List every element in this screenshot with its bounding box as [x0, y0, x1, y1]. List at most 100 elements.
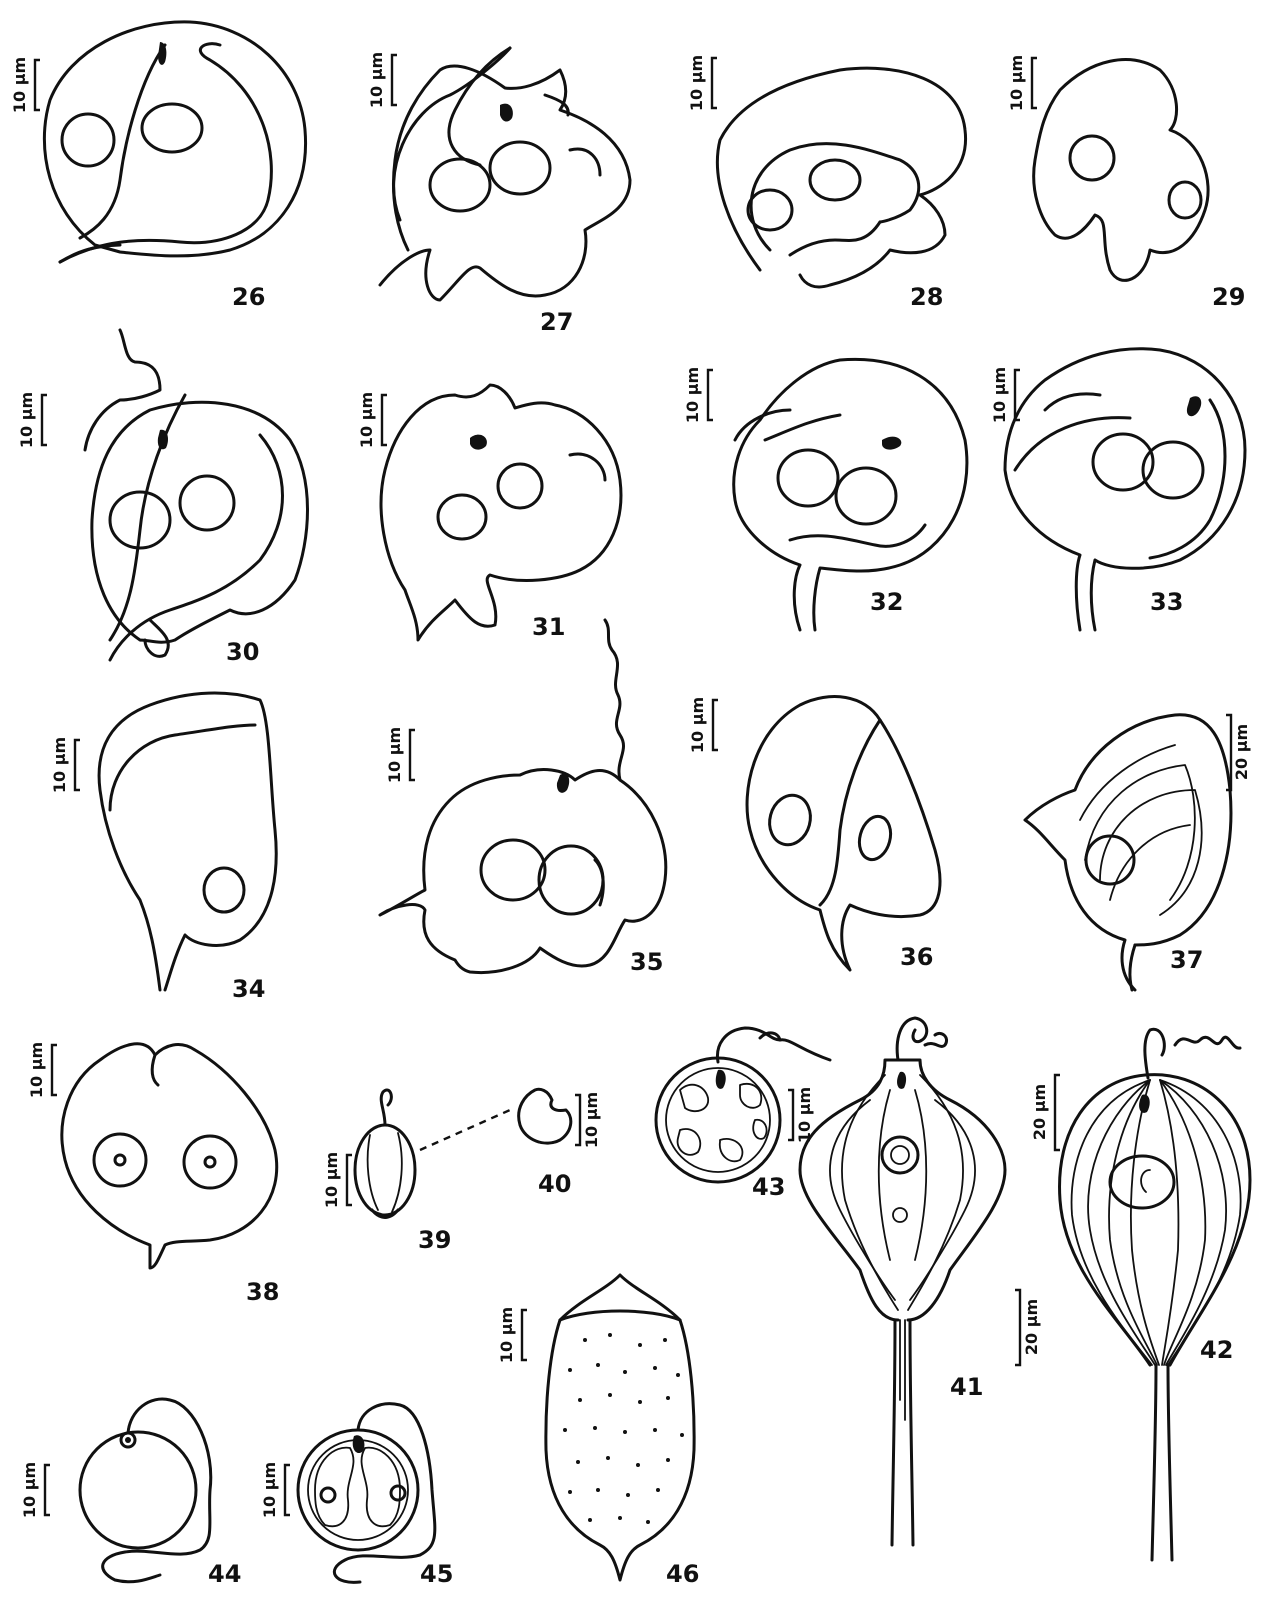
- apex-groove: [152, 1055, 158, 1085]
- scale-bar-26: 10 µm: [10, 57, 40, 113]
- cyst-wall: [80, 1432, 196, 1548]
- figure-number: 38: [246, 1278, 279, 1306]
- scale-bar-32: 10 µm: [683, 367, 713, 423]
- ridge: [1160, 1080, 1178, 1365]
- scale-label: 10 µm: [795, 1087, 814, 1143]
- nucleus: [438, 495, 486, 539]
- figure-number: 29: [1212, 283, 1245, 311]
- flagellum: [897, 1018, 927, 1060]
- stippling: [563, 1333, 684, 1524]
- stalk-striation: [900, 1320, 905, 1420]
- scale-label: 10 µm: [17, 392, 36, 448]
- figure-38: [62, 1044, 277, 1268]
- scale-bar-46: 10 µm: [497, 1307, 527, 1363]
- nucleus: [430, 159, 490, 211]
- scale-label: 10 µm: [367, 52, 386, 108]
- figure-number: 45: [420, 1560, 453, 1588]
- cell-outline: [355, 1125, 415, 1215]
- scale-label: 10 µm: [688, 697, 707, 753]
- girdle: [735, 410, 840, 440]
- cell-outline: [747, 697, 940, 970]
- scale-label: 10 µm: [1007, 55, 1026, 111]
- scale-bar-34: 10 µm: [50, 737, 80, 793]
- scale-label: 10 µm: [10, 57, 29, 113]
- figure-number: 27: [540, 308, 573, 336]
- scale-label: 10 µm: [497, 1307, 516, 1363]
- stigma: [882, 437, 901, 450]
- figure-30: [85, 330, 308, 660]
- scale-bar-38: 10 µm: [27, 1042, 57, 1098]
- scale-label: 10 µm: [687, 55, 706, 111]
- figure-number: 31: [532, 613, 565, 641]
- scale-label: 10 µm: [990, 367, 1009, 423]
- chloroplast: [678, 1129, 701, 1155]
- stigma: [557, 774, 569, 793]
- cell-outline: [92, 402, 308, 642]
- figure-44: [80, 1399, 211, 1582]
- nucleus: [1086, 836, 1134, 884]
- scale-bar-43: 10 µm: [788, 1087, 814, 1143]
- figure-42: [1060, 1029, 1250, 1560]
- figure-number: 46: [666, 1560, 699, 1588]
- scale-bar-29: 10 µm: [1007, 55, 1037, 111]
- nucleus: [778, 450, 838, 506]
- nucleus: [1169, 182, 1201, 218]
- nucleus: [764, 791, 816, 850]
- nucleus: [204, 868, 244, 912]
- nucleus: [1070, 136, 1114, 180]
- scale-bar-41: 20 µm: [1015, 1290, 1041, 1365]
- figure-32: [734, 359, 967, 630]
- scale-label: 10 µm: [582, 1092, 601, 1148]
- scale-label: 20 µm: [1022, 1299, 1041, 1355]
- stalk: [892, 1320, 913, 1545]
- nucleus: [498, 464, 542, 508]
- flagellum: [60, 245, 120, 262]
- cell-outline: [800, 1060, 1005, 1320]
- nucleolus: [891, 1146, 909, 1164]
- stigma: [500, 104, 513, 122]
- figure-number: 28: [910, 283, 943, 311]
- granule: [893, 1208, 907, 1222]
- stigma: [470, 435, 487, 450]
- scale-bar-42: 20 µm: [1030, 1075, 1060, 1150]
- nucleus: [855, 813, 895, 863]
- girdle: [570, 454, 605, 480]
- figure-number: 39: [418, 1226, 451, 1254]
- figure-40: [519, 1089, 571, 1143]
- scale-label: 10 µm: [683, 367, 702, 423]
- antapical-lobe: [145, 620, 168, 656]
- scale-label: 10 µm: [260, 1462, 279, 1518]
- figure-27: [380, 48, 630, 300]
- figure-41: [800, 1018, 1005, 1545]
- nucleus: [1110, 1156, 1174, 1208]
- chloroplast: [753, 1120, 766, 1139]
- cyst-outline: [546, 1275, 694, 1580]
- stigma: [1187, 396, 1201, 416]
- figure-number: 40: [538, 1170, 571, 1198]
- nucleolus: [1141, 1170, 1150, 1192]
- scale-label: 20 µm: [1030, 1084, 1049, 1140]
- girdle: [1015, 394, 1130, 470]
- figure-number: 41: [950, 1373, 983, 1401]
- stigma: [1139, 1095, 1150, 1113]
- sulcus: [790, 222, 880, 255]
- figure-45: [298, 1404, 435, 1583]
- stigma: [716, 1070, 726, 1089]
- stigma: [897, 1072, 906, 1089]
- cell-outline: [381, 385, 621, 640]
- scale-bar-31: 10 µm: [357, 392, 387, 448]
- cyst-outline-inner: [560, 1311, 680, 1320]
- figure-number: 30: [226, 638, 259, 666]
- chloroplast: [680, 1085, 708, 1111]
- scale-label: 10 µm: [20, 1462, 39, 1518]
- scale-label: 10 µm: [385, 727, 404, 783]
- ridge: [1085, 765, 1195, 900]
- nucleus: [490, 142, 550, 194]
- cell-outline: [734, 359, 967, 630]
- figure-36: [747, 697, 940, 970]
- ridge: [915, 1090, 926, 1260]
- flagellum: [381, 1090, 391, 1125]
- scale-label: 20 µm: [1232, 724, 1251, 780]
- scale-bar-30: 10 µm: [17, 392, 47, 448]
- figure-31: [381, 385, 621, 640]
